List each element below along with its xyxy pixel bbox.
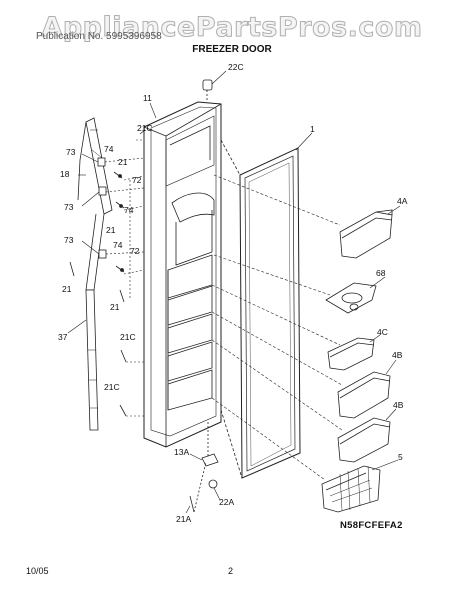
callout-21-d: 21 [110,302,120,312]
callout-74-c: 74 [113,240,123,250]
footer-date: 10/05 [26,566,49,576]
callout-4b-upper: 4B [392,350,403,360]
callout-21-b: 21 [106,225,116,235]
bottom-hinge-assembly [189,422,219,513]
hinge-alignment-lines [104,139,145,417]
callout-72-a: 72 [132,175,142,185]
door-bin-4a [339,209,393,259]
callout-21c-mid: 21C [120,332,136,342]
door-bin-4c [327,337,375,371]
callout-73-b: 73 [64,202,74,212]
callout-68: 68 [376,268,386,278]
callout-37: 37 [58,332,68,342]
door-bin-5 [321,465,381,513]
callout-13a: 13A [174,447,189,457]
callout-21c-low: 21C [104,382,120,392]
callout-4a: 4A [397,196,408,206]
leader-lines [67,70,401,514]
diagram-code: N58FCFEFA2 [340,520,403,531]
footer-page-number: 2 [228,566,234,576]
callout-1: 1 [310,124,315,134]
callout-73-a: 73 [66,147,76,157]
callout-22a: 22A [219,497,234,507]
door-bin-4b-upper [337,371,391,419]
projection-lines [211,174,343,481]
watermark-text: AppliancePartsPros.com [41,12,423,44]
callout-74-b: 74 [124,205,134,215]
callout-4c: 4C [377,327,388,337]
callout-21c-top: 21C [137,123,153,133]
callout-4b-lower: 4B [393,400,404,410]
callout-18: 18 [60,169,70,179]
door-closer-rod-37 [85,289,99,431]
callout-21-c: 21 [62,284,72,294]
callout-labels: 22C 11 21C 1 73 74 21 18 72 73 74 21 4A … [58,62,408,524]
callout-21-a: 21 [118,157,128,167]
ice-chute-part-68 [325,282,377,314]
callout-74-a: 74 [104,144,114,154]
callout-72-b: 72 [130,246,140,256]
callout-21a: 21A [176,514,191,524]
publication-number: Publication No. 5995396958 [36,31,162,42]
door-gasket [220,139,301,479]
door-bin-4b-lower [337,417,391,463]
callout-22c: 22C [228,62,244,72]
page-title: FREEZER DOOR [192,44,272,55]
callout-5: 5 [398,452,403,462]
callout-11: 11 [143,93,152,103]
top-hinge-bushing-22c [202,79,213,101]
door-frame [143,101,222,448]
callout-73-c: 73 [64,235,74,245]
